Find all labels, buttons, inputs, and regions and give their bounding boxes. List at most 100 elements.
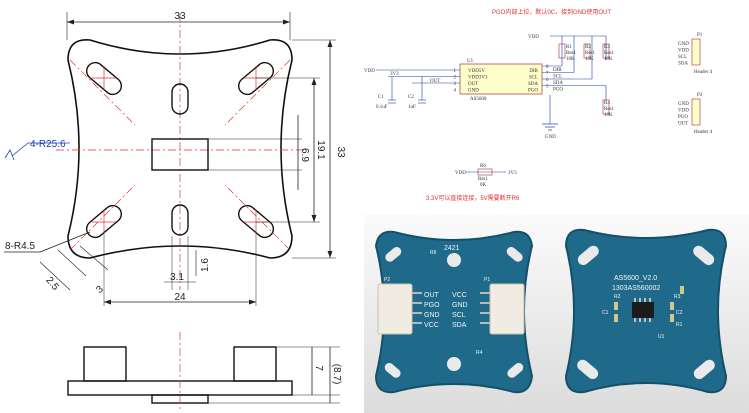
svg-text:Header 4: Header 4	[694, 70, 713, 75]
svg-text:GND: GND	[424, 312, 440, 319]
svg-text:OUT: OUT	[678, 122, 688, 127]
net-vdd-left: VDD	[364, 69, 375, 74]
side-height-label: 7	[313, 365, 324, 371]
svg-text:R2: R2	[585, 45, 591, 50]
svg-text:GND: GND	[452, 302, 468, 309]
slot-top-right	[237, 61, 275, 96]
svg-text:GND: GND	[678, 102, 689, 107]
svg-text:P1: P1	[484, 277, 490, 283]
small-height-label: 1.6	[200, 258, 211, 272]
svg-text:U1: U1	[658, 334, 665, 340]
board1-label: 2421	[444, 245, 460, 252]
schematic-note-bottom: 3.3V可以直接连接，5V需要断开R6	[426, 194, 520, 202]
svg-text:R1: R1	[566, 45, 572, 50]
svg-text:PGO: PGO	[678, 115, 688, 120]
side-view: 7 (8.7)	[67, 332, 342, 410]
right-height-label: 33	[335, 146, 346, 158]
slot-top-left	[85, 61, 123, 96]
ic-num-r1: 8	[546, 65, 549, 70]
svg-text:10K: 10K	[566, 57, 575, 62]
board2-label-2: 1303AS560002	[612, 285, 660, 292]
corner-radius-label: 4-R25.6	[30, 139, 66, 150]
svg-text:10K: 10K	[604, 57, 613, 62]
ic-num-l3: 3	[454, 82, 457, 87]
svg-text:Res1: Res1	[566, 51, 577, 56]
ic-u1: U1 VDD5V VDD3V3 OUT GND DIR SCL SDA PGO …	[454, 59, 550, 102]
resistor-r6: VDD 3V3 R6 Res1 0K	[455, 164, 517, 188]
right-wires	[542, 35, 607, 124]
resistor-r4: R4 Res1 10K	[602, 99, 615, 118]
ic-pin-l4: GND	[468, 89, 479, 94]
svg-text:0.1uF: 0.1uF	[376, 105, 388, 110]
slot-bottom-center	[171, 204, 189, 236]
svg-text:Res1: Res1	[604, 51, 615, 56]
svg-text:P1: P1	[697, 33, 703, 38]
svg-text:R2: R2	[614, 294, 621, 300]
corner-radius-callout: 4-R25.6	[4, 139, 70, 161]
schematic-note-top: PGO内部上拉，默认0C，接到GND使用OUT	[492, 8, 611, 16]
svg-text:VDD: VDD	[455, 171, 466, 176]
board-photo-svg: 2421 P2 P1 R4 R6 OUT VCC PGO GND GND SCL…	[364, 214, 749, 413]
svg-text:VCC: VCC	[452, 292, 467, 299]
header-p2: P2 GND VDD PGO OUT Header 4	[678, 93, 713, 135]
mechanical-drawing: 33 4-R25.6 8-R4.5	[0, 0, 360, 413]
ic-num-l4: 4	[454, 89, 457, 94]
board-front: 2421 P2 P1 R4 R6 OUT VCC PGO GND GND SCL…	[374, 230, 534, 394]
net-vdd-top: VDD	[528, 35, 539, 40]
svg-text:SDA: SDA	[678, 62, 688, 67]
slot-width-label: 2.5	[43, 275, 61, 293]
svg-text:VDD: VDD	[678, 109, 689, 114]
cap-c1: C1 0.1uF	[376, 95, 396, 110]
net-pgo: PGO	[553, 88, 563, 93]
slot-bottom-right	[237, 204, 275, 239]
svg-text:VCC: VCC	[424, 322, 439, 329]
ic-pin-r4: PGO	[528, 89, 538, 94]
connector-right	[489, 283, 525, 335]
schematic-svg: PGO内部上拉，默认0C，接到GND使用OUT U1 VDD5V VDD3V3 …	[364, 8, 713, 202]
svg-text:SDA: SDA	[452, 322, 467, 329]
ic-num-r2: 7	[546, 72, 549, 77]
dim-right: 33 19.1 6.9	[208, 39, 346, 259]
slot-radius-label: 8-R4.5	[5, 241, 35, 252]
svg-text:P2: P2	[697, 93, 703, 98]
slot-top-center	[171, 83, 189, 115]
ic-num-l1: 1	[454, 69, 457, 74]
svg-text:0K: 0K	[480, 183, 487, 188]
net-dir: DIR	[553, 68, 562, 73]
svg-text:1uF: 1uF	[408, 105, 416, 110]
svg-text:R6: R6	[480, 164, 486, 169]
small-slot-dims: 3.1 1.6	[164, 236, 211, 290]
hole-spacing-label: 19.1	[315, 140, 326, 160]
ic-num-l2: 2	[454, 76, 457, 81]
left-wires	[376, 69, 460, 100]
svg-text:R3: R3	[604, 45, 610, 50]
resistor-r1: R1 Res1 10K	[558, 43, 577, 62]
board-back: AS5600_V2.0 1303AS560002 U1 C1 R2 R3 C2 …	[564, 228, 728, 394]
resistor-r2: R2 Res1 10K	[583, 43, 596, 62]
svg-text:C2: C2	[408, 95, 414, 100]
mechanical-drawing-svg: 33 4-R25.6 8-R4.5	[4, 11, 346, 410]
as5600-chip	[632, 302, 654, 318]
svg-text:P2: P2	[384, 277, 390, 283]
sensor-square	[151, 138, 209, 171]
net-out-left: OUT	[430, 79, 440, 84]
board1-pin-labels: OUT VCC PGO GND GND SCL VCC SDA	[424, 292, 468, 329]
small-width-label: 3.1	[170, 272, 184, 283]
ic-num-r4: 5	[546, 85, 549, 90]
bottom-width-label: 24	[174, 292, 186, 303]
svg-text:Header 4: Header 4	[694, 130, 713, 135]
svg-text:Res1: Res1	[585, 51, 596, 56]
centerlines	[56, 14, 304, 290]
ic-pin-r3: SDA	[528, 82, 538, 87]
ic-pin-l3: OUT	[468, 82, 478, 87]
svg-text:10K: 10K	[585, 57, 594, 62]
svg-text:10K: 10K	[604, 113, 613, 118]
svg-text:C1: C1	[602, 310, 609, 316]
ic-num-r3: 6	[546, 78, 549, 83]
resistor-r3: R3 Res1 10K	[602, 43, 615, 62]
net-scl: SCL	[553, 75, 562, 80]
slot-bottom-left	[85, 204, 123, 239]
svg-text:R4: R4	[604, 101, 610, 106]
ic-name: AS5600	[470, 97, 487, 102]
slot-radius-callout: 8-R4.5	[4, 231, 91, 253]
